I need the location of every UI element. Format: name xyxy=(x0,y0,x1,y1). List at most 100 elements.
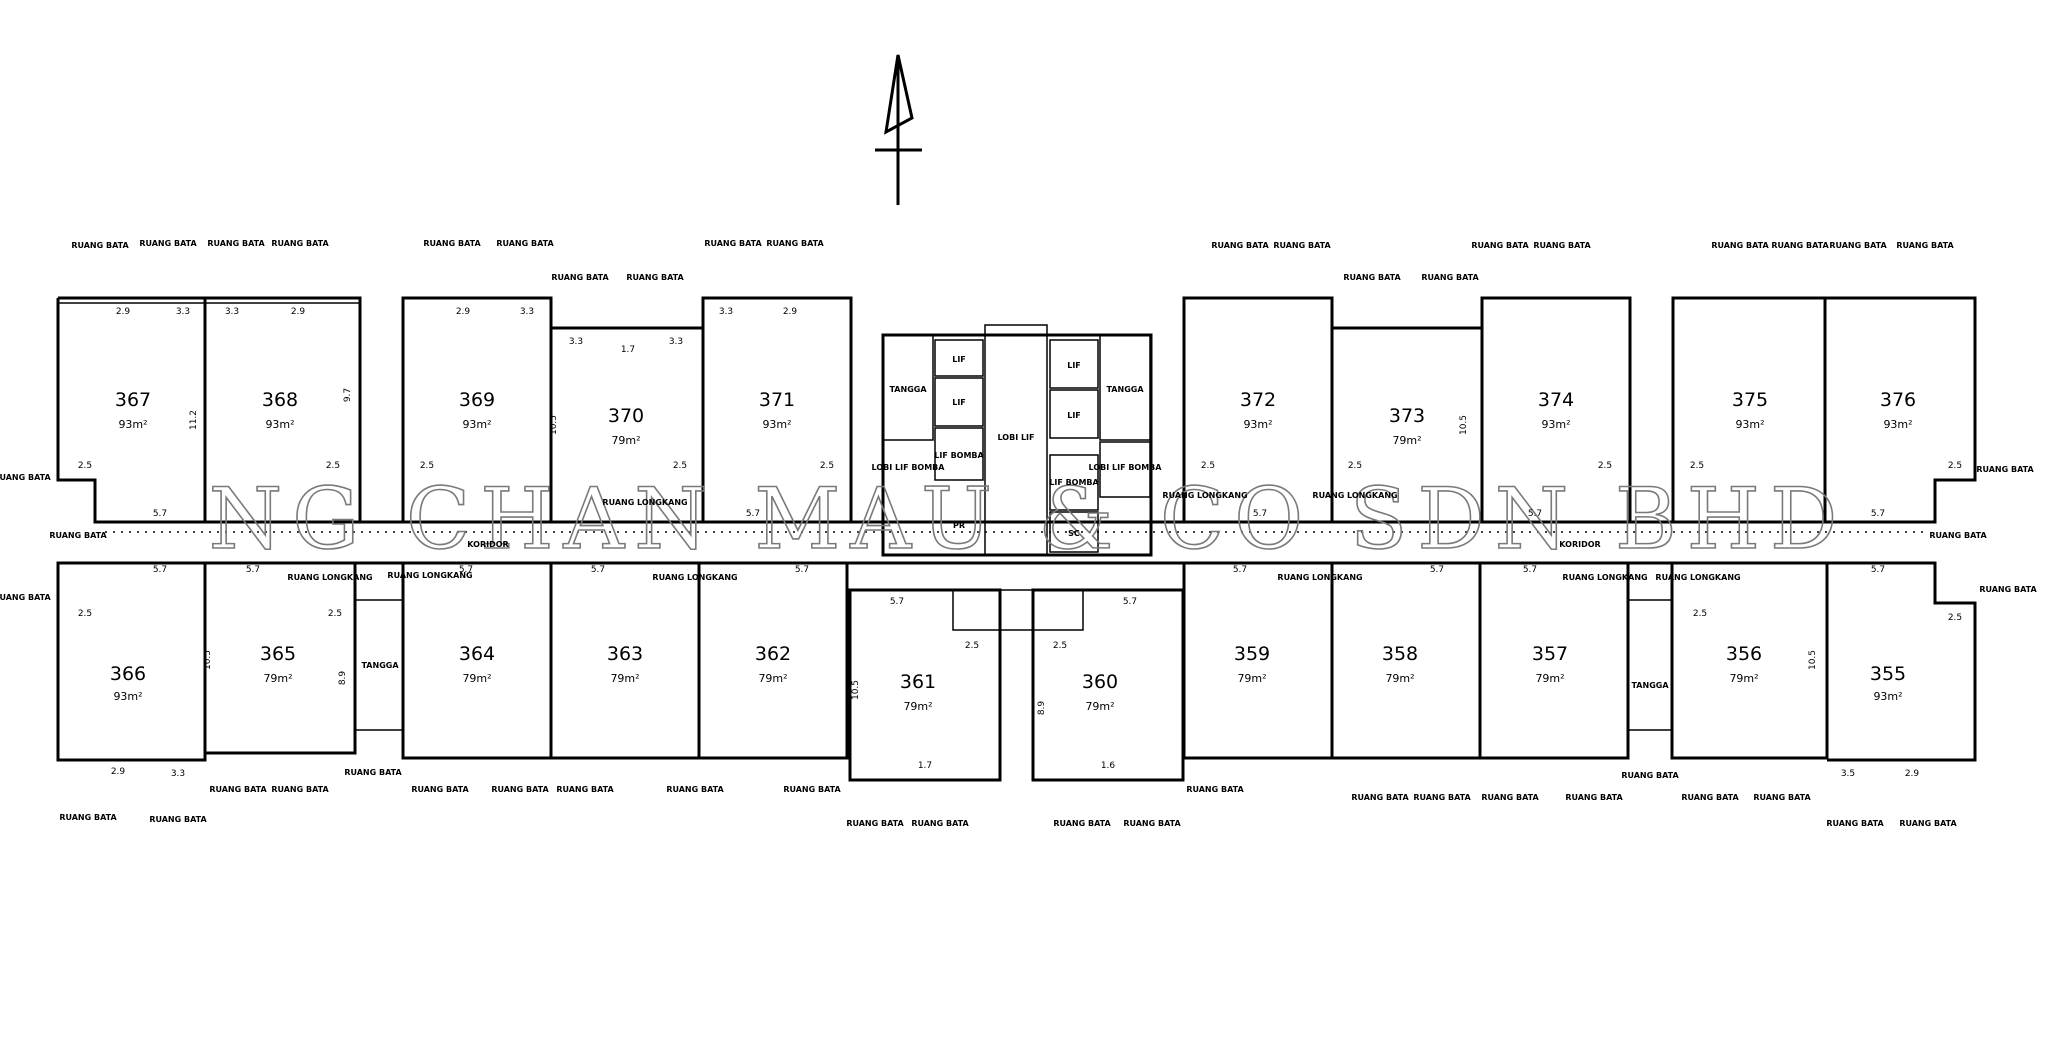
unit-number: 365 xyxy=(260,643,296,665)
dim-label: 5.7 xyxy=(1123,597,1137,607)
ruang-bata-label-n1: RUANG BATA xyxy=(71,241,129,250)
unit-370: 370 79m² xyxy=(608,405,644,447)
unit-number: 360 xyxy=(1082,671,1118,693)
dim-label: 8.9 xyxy=(1037,701,1047,716)
dim-label: 2.9 xyxy=(291,307,306,317)
dim-label: 2.5 xyxy=(1598,461,1612,471)
ruang-bata-label-s18: RUANG BATA xyxy=(1481,793,1539,802)
ruang-bata-label-n20: RUANG BATA xyxy=(1896,241,1954,250)
unit-number: 373 xyxy=(1389,405,1425,427)
unit-number: 363 xyxy=(607,643,643,665)
unit-363: 363 79m² xyxy=(607,643,643,685)
lif-bomba-label-east: LIF BOMBA xyxy=(1049,478,1099,487)
dim-label: 3.3 xyxy=(225,307,239,317)
dim-label: 2.5 xyxy=(965,641,979,651)
ruang-bata-label-s19: RUANG BATA xyxy=(1565,793,1623,802)
dim-label: 2.5 xyxy=(78,461,92,471)
dim-label: 5.7 xyxy=(1233,565,1247,575)
unit-area: 93m² xyxy=(462,418,491,431)
ruang-longkang-label-4: RUANG LONGKANG xyxy=(652,573,737,582)
lobi-lif-bomba-label-west: LOBI LIF BOMBA xyxy=(872,463,946,472)
unit-area: 93m² xyxy=(1873,690,1902,703)
unit-366: 366 93m² xyxy=(110,663,146,703)
dim-label: 8.9 xyxy=(338,671,348,686)
ruang-bata-label-n19: RUANG BATA xyxy=(1829,241,1887,250)
ruang-bata-label-s20: RUANG BATA xyxy=(1621,771,1679,780)
unit-area: 79m² xyxy=(1237,672,1266,685)
dim-label: 3.5 xyxy=(1841,769,1855,779)
unit-number: 374 xyxy=(1538,389,1574,411)
dim-label: 2.5 xyxy=(420,461,434,471)
unit-number: 364 xyxy=(459,643,495,665)
dim-label: 10.5 xyxy=(851,680,861,700)
dim-label: 2.5 xyxy=(326,461,340,471)
unit-361: 361 79m² xyxy=(900,671,936,713)
unit-356: 356 79m² xyxy=(1726,643,1762,685)
unit-number: 375 xyxy=(1732,389,1768,411)
ruang-bata-label-s10: RUANG BATA xyxy=(783,785,841,794)
dim-label: 5.7 xyxy=(795,565,809,575)
ruang-bata-label-e2: RUANG BATA xyxy=(1929,531,1987,540)
unit-369: 369 93m² xyxy=(459,389,495,431)
ruang-bata-label-w1: RUANG BATA xyxy=(0,473,51,482)
dim-label: 5.7 xyxy=(1528,509,1542,519)
unit-365: 365 79m² xyxy=(260,643,296,685)
unit-374: 374 93m² xyxy=(1538,389,1574,431)
ruang-bata-label-n8: RUANG BATA xyxy=(626,273,684,282)
ruang-bata-label-s5: RUANG BATA xyxy=(344,768,402,777)
dim-label: 2.5 xyxy=(1948,461,1962,471)
dim-label: 2.5 xyxy=(78,609,92,619)
unit-360: 360 79m² xyxy=(1082,671,1118,713)
tangga-label-north-west: TANGGA xyxy=(889,385,927,394)
dim-label: 2.9 xyxy=(111,767,126,777)
ruang-longkang-label-6: RUANG LONGKANG xyxy=(1312,491,1397,500)
unit-376: 376 93m² xyxy=(1880,389,1916,431)
unit-number: 355 xyxy=(1870,663,1906,685)
unit-area: 79m² xyxy=(1085,700,1114,713)
ruang-bata-label-s8: RUANG BATA xyxy=(556,785,614,794)
dim-label: 2.5 xyxy=(1690,461,1704,471)
dim-label: 3.3 xyxy=(569,337,583,347)
dim-label: 1.7 xyxy=(621,345,635,355)
ruang-bata-label-s23: RUANG BATA xyxy=(1826,819,1884,828)
unit-area: 79m² xyxy=(903,700,932,713)
unit-372: 372 93m² xyxy=(1240,389,1276,431)
unit-area: 79m² xyxy=(611,434,640,447)
dim-label: 3.3 xyxy=(176,307,190,317)
ruang-bata-label-s11: RUANG BATA xyxy=(846,819,904,828)
sc-label: SC xyxy=(1068,529,1080,538)
unit-area: 79m² xyxy=(758,672,787,685)
unit-area: 93m² xyxy=(1243,418,1272,431)
ruang-bata-label-n5: RUANG BATA xyxy=(423,239,481,248)
lif-label-2: LIF xyxy=(952,398,966,407)
lif-bomba-label-west: LIF BOMBA xyxy=(934,451,984,460)
dim-label: 10.5 xyxy=(203,650,213,670)
dim-label: 1.6 xyxy=(1101,761,1116,771)
unit-area: 93m² xyxy=(1883,418,1912,431)
south-wing-east xyxy=(1182,561,1977,762)
tangga-label-south-west: TANGGA xyxy=(361,661,399,670)
dim-label: 3.3 xyxy=(520,307,534,317)
ruang-bata-label-n14: RUANG BATA xyxy=(1421,273,1479,282)
dim-label: 2.9 xyxy=(456,307,471,317)
ruang-longkang-label-9: RUANG LONGKANG xyxy=(1655,573,1740,582)
unit-375: 375 93m² xyxy=(1732,389,1768,431)
unit-371: 371 93m² xyxy=(759,389,795,431)
ruang-bata-label-s16: RUANG BATA xyxy=(1351,793,1409,802)
unit-area: 93m² xyxy=(1735,418,1764,431)
ruang-bata-label-s3: RUANG BATA xyxy=(209,785,267,794)
unit-359: 359 79m² xyxy=(1234,643,1270,685)
tangga-label-north-east: TANGGA xyxy=(1106,385,1144,394)
unit-357: 357 79m² xyxy=(1532,643,1568,685)
unit-area: 79m² xyxy=(1535,672,1564,685)
dim-label: 9.7 xyxy=(343,388,353,402)
ruang-bata-label-s4: RUANG BATA xyxy=(271,785,329,794)
ruang-bata-label-s21: RUANG BATA xyxy=(1681,793,1739,802)
unit-number: 358 xyxy=(1382,643,1418,665)
unit-number: 357 xyxy=(1532,643,1568,665)
lif-label-1: LIF xyxy=(952,355,966,364)
ruang-bata-label-s9: RUANG BATA xyxy=(666,785,724,794)
unit-number: 370 xyxy=(608,405,644,427)
dim-label: 2.9 xyxy=(1905,769,1920,779)
ruang-bata-label-n11: RUANG BATA xyxy=(1211,241,1269,250)
